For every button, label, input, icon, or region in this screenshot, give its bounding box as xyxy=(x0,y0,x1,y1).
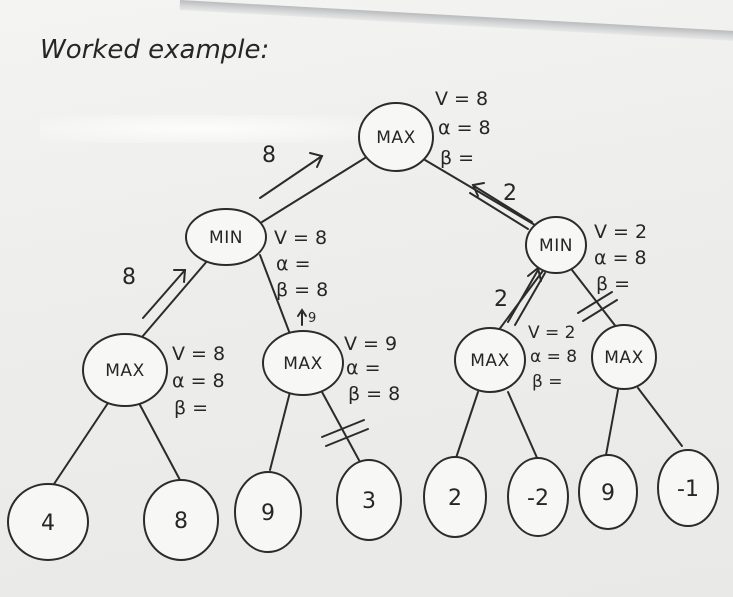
min-right-beta: β = xyxy=(596,273,630,295)
edge-maxlr-leaf3 xyxy=(269,391,291,471)
max-rl-label: MAX xyxy=(470,351,509,371)
min-left-label: MIN xyxy=(209,228,243,248)
leaf-4-value: 3 xyxy=(362,489,376,514)
leaf-7-value: 9 xyxy=(601,481,615,506)
max-rl-beta: β = xyxy=(532,372,563,392)
leaf-2-value: 8 xyxy=(174,509,188,534)
min-left-beta: β = 8 xyxy=(276,279,328,301)
leaf-3: 9 xyxy=(234,471,302,553)
edge-value-minleft-up: 8 xyxy=(122,265,136,290)
edge-value-maxlr-up: 9 xyxy=(308,311,316,326)
leaf-nodes: 4 8 9 3 2 -2 9 xyxy=(7,449,719,561)
leaf-8-value: -1 xyxy=(677,477,699,502)
max-lr-v: V = 9 xyxy=(344,333,397,355)
leaf-2: 8 xyxy=(143,479,219,561)
pruning-marks xyxy=(321,291,618,447)
leaf-7: 9 xyxy=(578,454,638,530)
min-right-v: V = 2 xyxy=(594,221,647,243)
edge-maxrr-leaf7 xyxy=(605,389,619,456)
min-right-node: MIN xyxy=(525,216,587,274)
max-lr-alpha: α = xyxy=(346,357,380,379)
leaf-6-value: -2 xyxy=(527,486,549,511)
edge-value-minright-up: 2 xyxy=(494,287,508,312)
max-ll-beta: β = xyxy=(174,397,208,419)
leaf-4: 3 xyxy=(336,459,402,541)
edge-maxrl-leaf6 xyxy=(507,391,539,461)
max-ll-node: MAX xyxy=(82,333,168,407)
edge-maxlr-leaf4 xyxy=(321,391,361,463)
leaf-6: -2 xyxy=(507,457,569,537)
title: Worked example: xyxy=(40,35,269,65)
edge-maxll-leaf1 xyxy=(51,402,109,488)
leaf-5-value: 2 xyxy=(448,486,462,511)
arrow-minleft-to-root xyxy=(259,152,324,199)
arrow-maxrl-to-minright xyxy=(507,266,546,326)
edge-minleft-maxlr xyxy=(259,254,291,335)
max-rl-alpha: α = 8 xyxy=(530,347,577,367)
min-left-alpha: α = xyxy=(276,253,310,275)
min-right-label: MIN xyxy=(539,236,573,256)
max-lr-label: MAX xyxy=(283,354,322,374)
leaf-3-value: 9 xyxy=(261,501,275,526)
edge-minright-maxrr xyxy=(571,269,618,329)
max-rr-label: MAX xyxy=(604,348,643,368)
prune-mark-maxlr-leaf4 xyxy=(321,419,369,447)
min-right-alpha: α = 8 xyxy=(594,247,647,269)
edge-minleft-maxll xyxy=(141,259,209,338)
edge-root-minright xyxy=(424,159,541,229)
leaf-8: -1 xyxy=(657,449,719,527)
max-lr-node: MAX xyxy=(262,330,344,396)
leaf-5: 2 xyxy=(423,456,487,538)
arrow-maxlr-up xyxy=(297,308,307,326)
edge-maxrl-leaf5 xyxy=(455,391,479,459)
root-beta: β = xyxy=(440,147,474,169)
root-alpha: α = 8 xyxy=(438,117,491,139)
max-rl-v: V = 2 xyxy=(528,323,576,343)
root-max-node: MAX xyxy=(358,102,434,172)
max-ll-label: MAX xyxy=(105,361,144,381)
max-rr-node: MAX xyxy=(591,324,657,390)
leaf-1-value: 4 xyxy=(41,511,55,536)
light-glare xyxy=(40,115,360,143)
max-ll-v: V = 8 xyxy=(172,343,225,365)
root-v: V = 8 xyxy=(435,88,488,110)
leaf-1: 4 xyxy=(7,483,89,561)
root-node-label: MAX xyxy=(376,128,415,148)
arrow-maxll-to-minleft xyxy=(142,269,187,319)
tree-edges xyxy=(51,157,683,488)
min-left-node: MIN xyxy=(185,208,267,266)
edge-maxll-leaf2 xyxy=(139,404,181,481)
edge-value-root-left: 8 xyxy=(262,143,276,168)
arrow-minright-to-root xyxy=(469,182,533,230)
max-rl-node: MAX xyxy=(454,327,526,393)
min-left-v: V = 8 xyxy=(274,227,327,249)
max-ll-alpha: α = 8 xyxy=(172,370,225,392)
edge-maxrr-leaf8 xyxy=(637,387,683,447)
edge-root-minleft xyxy=(261,157,366,223)
prune-mark-minright-maxrr xyxy=(577,291,618,322)
edge-value-root-right: 2 xyxy=(503,181,517,206)
propagation-arrows: 8 8 9 2 2 xyxy=(122,143,546,326)
max-lr-beta: β = 8 xyxy=(348,383,400,405)
